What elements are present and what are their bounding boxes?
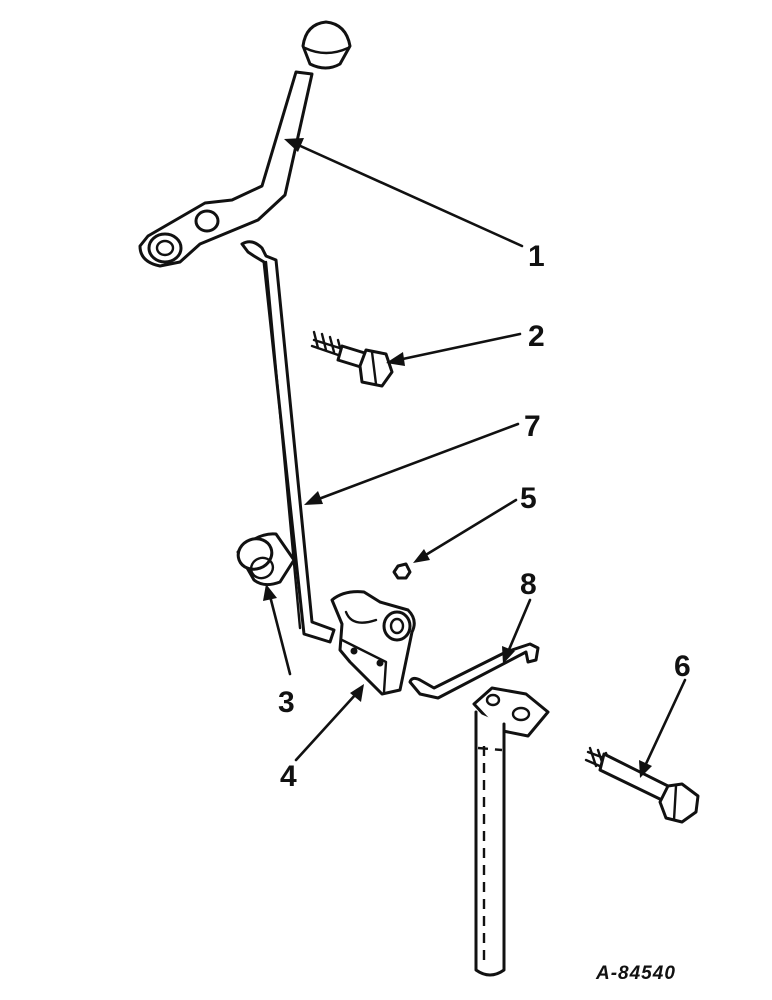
part-8-link-rod [408, 642, 540, 700]
part-4-bracket [330, 590, 416, 696]
callout-4: 4 [280, 760, 297, 793]
callout-6: 6 [674, 650, 691, 683]
part-1-hand-lever [138, 20, 352, 268]
part-6-long-bolt [584, 746, 700, 824]
part-5-pin [392, 562, 412, 580]
callout-7: 7 [524, 410, 541, 443]
callout-2: 2 [528, 320, 545, 353]
reference-code: A-84540 [595, 963, 676, 984]
shaft-assembly [472, 686, 550, 977]
callout-3: 3 [278, 686, 295, 719]
callout-8: 8 [520, 568, 537, 601]
callout-5: 5 [520, 482, 537, 515]
part-3-bushing [236, 532, 296, 587]
leader-arrows [263, 138, 687, 778]
part-2-shoulder-bolt [310, 330, 394, 388]
part-7-rod [240, 240, 336, 644]
callout-1: 1 [528, 240, 545, 273]
